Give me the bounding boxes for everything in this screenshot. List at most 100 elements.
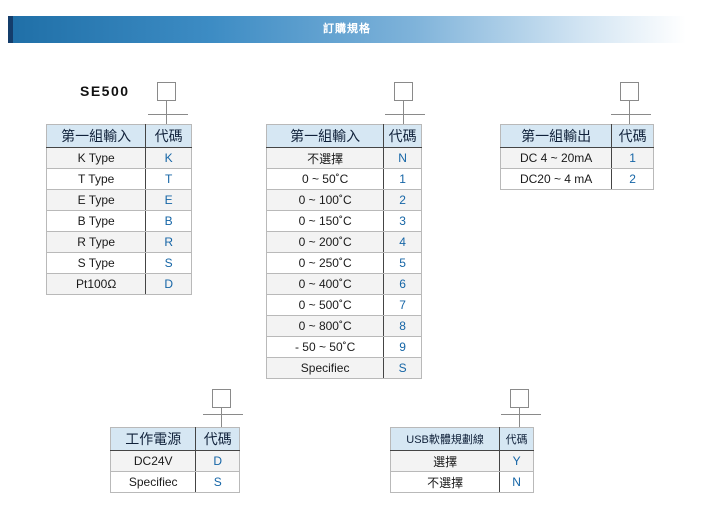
table-header: USB軟體規劃線 代碼 (389, 427, 534, 451)
row-code: 8 (383, 315, 422, 337)
row-label: 不選擇 (265, 147, 385, 169)
connector-input (166, 101, 167, 114)
row-label: 不選擇 (389, 471, 501, 493)
row-code: R (145, 231, 192, 253)
row-code: 4 (383, 231, 422, 253)
row-code: N (383, 147, 422, 169)
connector-usb (519, 408, 520, 414)
table-header: 第一組輸入 代碼 (265, 124, 422, 148)
connector-bar-input (148, 114, 188, 115)
connector-usb-drop (519, 414, 520, 427)
header-code: 代碼 (195, 427, 240, 451)
section-banner: 訂購規格 (8, 16, 686, 43)
header-name: USB軟體規劃線 (389, 427, 501, 451)
model-name: SE500 (80, 83, 130, 99)
row-label: 0 ~ 500˚C (265, 294, 385, 316)
connector-power-drop (221, 414, 222, 427)
row-label: - 50 ~ 50˚C (265, 336, 385, 358)
row-code: B (145, 210, 192, 232)
row-code: 6 (383, 273, 422, 295)
header-name: 工作電源 (109, 427, 197, 451)
row-code: S (145, 252, 192, 274)
connector-range-drop (403, 114, 404, 124)
row-code: 3 (383, 210, 422, 232)
row-label: 0 ~ 800˚C (265, 315, 385, 337)
row-label: DC24V (109, 450, 197, 472)
header-name: 第一組輸入 (265, 124, 385, 148)
table-header: 第一組輸出 代碼 (499, 124, 654, 148)
row-code: K (145, 147, 192, 169)
row-label: B Type (45, 210, 147, 232)
row-label: S Type (45, 252, 147, 274)
header-code: 代碼 (499, 427, 534, 451)
row-label: 選擇 (389, 450, 501, 472)
header-name: 第一組輸入 (45, 124, 147, 148)
row-label: 0 ~ 250˚C (265, 252, 385, 274)
row-label: 0 ~ 150˚C (265, 210, 385, 232)
connector-output-drop (629, 114, 630, 124)
row-code: 9 (383, 336, 422, 358)
row-code: 1 (383, 168, 422, 190)
row-code: D (195, 450, 240, 472)
connector-bar-range (385, 114, 425, 115)
header-code: 代碼 (145, 124, 192, 148)
code-box-input (157, 82, 176, 101)
row-code: D (145, 273, 192, 295)
row-label: Pt100Ω (45, 273, 147, 295)
connector-range (403, 101, 404, 114)
row-code: 2 (383, 189, 422, 211)
connector-output (629, 101, 630, 114)
code-box-range (394, 82, 413, 101)
row-code: 2 (611, 168, 654, 190)
row-code: S (383, 357, 422, 379)
row-label: DC20 ~ 4 mA (499, 168, 613, 190)
row-code: E (145, 189, 192, 211)
row-code: T (145, 168, 192, 190)
code-box-power (212, 389, 231, 408)
connector-input-drop (166, 114, 167, 124)
row-code: N (499, 471, 534, 493)
row-label: E Type (45, 189, 147, 211)
connector-bar-power (203, 414, 243, 415)
connector-bar-output (611, 114, 651, 115)
row-label: 0 ~ 200˚C (265, 231, 385, 253)
row-code: Y (499, 450, 534, 472)
row-label: K Type (45, 147, 147, 169)
row-label: 0 ~ 400˚C (265, 273, 385, 295)
row-label: R Type (45, 231, 147, 253)
table-header: 第一組輸入 代碼 (45, 124, 192, 148)
row-code: 1 (611, 147, 654, 169)
connector-power (221, 408, 222, 414)
header-code: 代碼 (383, 124, 422, 148)
row-label: 0 ~ 50˚C (265, 168, 385, 190)
code-box-output (620, 82, 639, 101)
header-code: 代碼 (611, 124, 654, 148)
row-label: T Type (45, 168, 147, 190)
row-label: Specifiec (109, 471, 197, 493)
code-box-usb (510, 389, 529, 408)
